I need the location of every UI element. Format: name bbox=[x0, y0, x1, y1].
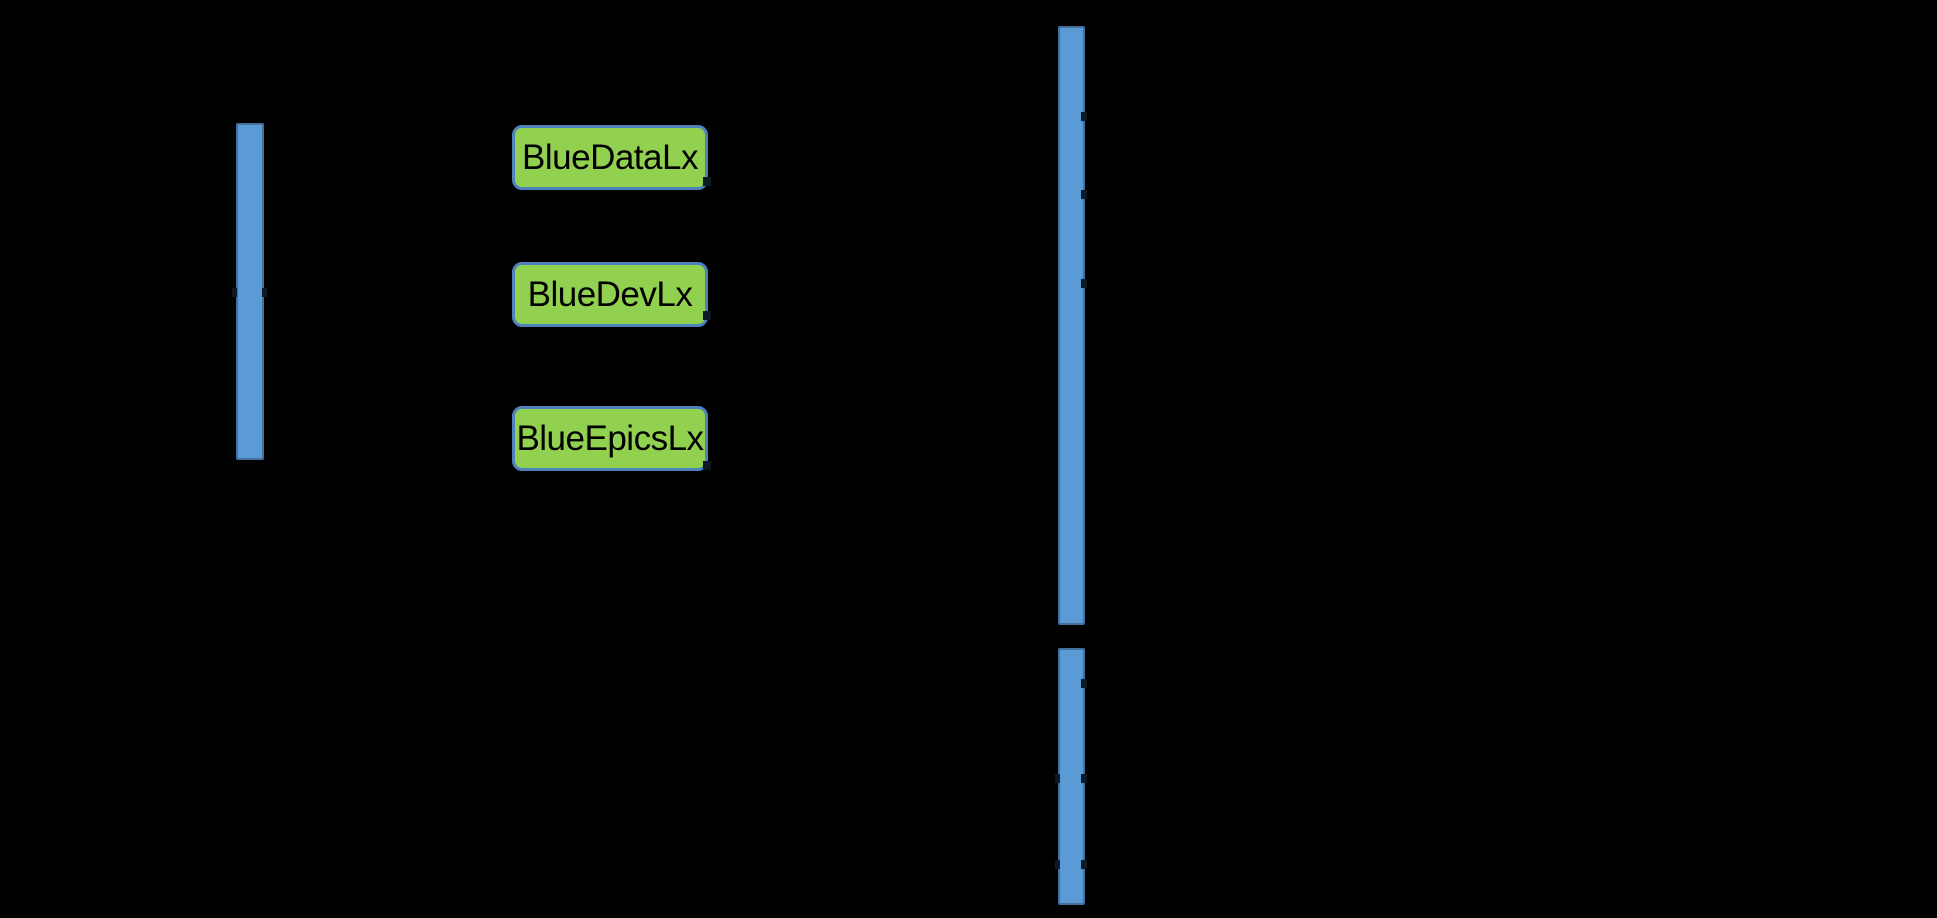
connector-stub bbox=[1081, 860, 1087, 869]
connector-stub bbox=[1081, 190, 1087, 199]
connector-stub bbox=[703, 311, 711, 320]
node-bluedevlx: BlueDevLx bbox=[512, 262, 708, 327]
vertical-bar-right-top bbox=[1058, 26, 1085, 625]
connector-stub bbox=[703, 461, 711, 470]
connector-stub bbox=[1081, 112, 1087, 121]
connector-stub bbox=[232, 288, 237, 297]
vertical-bar-left bbox=[236, 123, 264, 460]
connector-stub bbox=[1081, 774, 1087, 783]
node-label: BlueDevLx bbox=[527, 275, 693, 314]
connector-stub bbox=[1055, 774, 1060, 783]
node-bluedatalx: BlueDataLx bbox=[512, 125, 708, 190]
node-blueepicslx: BlueEpicsLx bbox=[512, 406, 708, 471]
node-label: BlueEpicsLx bbox=[516, 419, 704, 458]
connector-stub bbox=[262, 288, 267, 297]
connector-stub bbox=[1081, 279, 1087, 288]
node-label: BlueDataLx bbox=[522, 138, 698, 177]
connector-stub bbox=[1081, 679, 1087, 688]
connector-stub bbox=[1055, 860, 1060, 869]
connector-stub bbox=[703, 177, 711, 186]
